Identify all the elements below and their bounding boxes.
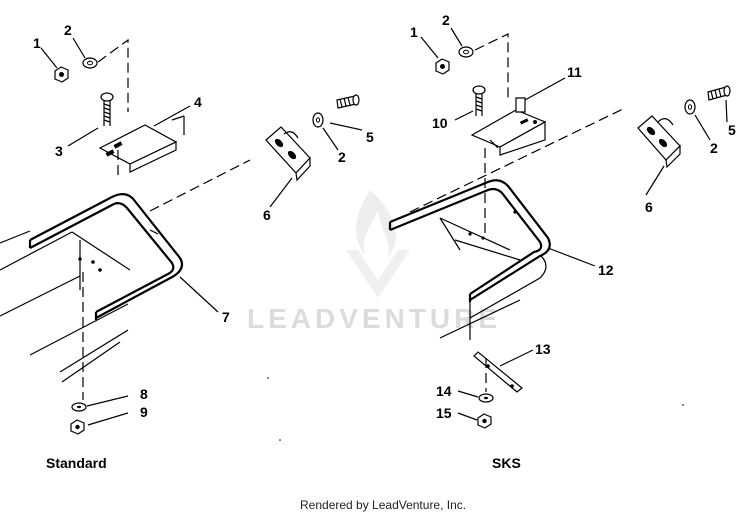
carriage-bolt-10 bbox=[472, 85, 486, 116]
plate-bracket-6-sks bbox=[637, 115, 681, 169]
washer-2-right bbox=[312, 112, 324, 128]
hex-nut-9 bbox=[70, 419, 85, 435]
caption-standard: Standard bbox=[46, 455, 107, 471]
caption-sks: SKS bbox=[492, 455, 521, 471]
watermark-flame-logo bbox=[346, 190, 410, 298]
callout-1: 1 bbox=[33, 35, 41, 51]
callout-4: 4 bbox=[194, 94, 202, 110]
bracket-4 bbox=[98, 124, 178, 173]
watermark-text: LEADVENTURE bbox=[247, 303, 501, 334]
hex-nut-15 bbox=[477, 413, 492, 429]
callout-sks-6: 6 bbox=[645, 199, 653, 215]
callout-2: 2 bbox=[64, 22, 72, 38]
strap-13 bbox=[473, 351, 523, 393]
callout-sks-10: 10 bbox=[432, 115, 448, 131]
callout-sks-14: 14 bbox=[436, 383, 452, 399]
callout-7: 7 bbox=[222, 309, 230, 325]
callout-6: 6 bbox=[263, 207, 271, 223]
callout-3: 3 bbox=[55, 143, 63, 159]
callout-2b: 2 bbox=[338, 149, 346, 165]
watermark: LEADVENTURE bbox=[247, 190, 501, 334]
plate-bracket-6 bbox=[265, 126, 311, 182]
washer-8 bbox=[71, 402, 87, 412]
footer-credit: Rendered by LeadVenture, Inc. bbox=[300, 498, 466, 512]
handle-bar-7 bbox=[28, 193, 184, 320]
callout-sks-2: 2 bbox=[442, 12, 450, 28]
standard-assembly bbox=[0, 37, 363, 435]
hex-nut-1-sks bbox=[435, 58, 450, 75]
bolt-5 bbox=[336, 94, 360, 109]
callout-9: 9 bbox=[140, 404, 148, 420]
handle-bar-12 bbox=[388, 179, 551, 302]
callout-sks-2b: 2 bbox=[710, 140, 718, 156]
callout-sks-13: 13 bbox=[535, 341, 551, 357]
sks-assembly bbox=[388, 27, 731, 429]
callouts-sks: 1 2 10 11 2 5 6 12 13 14 15 bbox=[410, 12, 736, 421]
washer-2-sks bbox=[458, 46, 474, 58]
callout-5: 5 bbox=[366, 129, 374, 145]
washer-2-right-sks bbox=[684, 99, 696, 115]
hex-nut-1 bbox=[54, 66, 69, 83]
callout-sks-11: 11 bbox=[567, 64, 582, 80]
bolt-5-sks bbox=[707, 85, 731, 101]
callout-sks-15: 15 bbox=[436, 405, 452, 421]
callout-sks-1: 1 bbox=[410, 24, 418, 40]
callouts-standard: 1 2 3 4 2 5 6 7 8 9 bbox=[33, 22, 374, 420]
callout-sks-5: 5 bbox=[728, 122, 736, 138]
callout-8: 8 bbox=[140, 386, 148, 402]
washer-2 bbox=[82, 57, 98, 69]
callout-sks-12: 12 bbox=[598, 262, 614, 278]
mower-housing-lines bbox=[0, 229, 159, 383]
mower-housing-lines-sks bbox=[439, 210, 547, 340]
washer-14 bbox=[478, 393, 494, 403]
bracket-11 bbox=[470, 97, 547, 156]
carriage-bolt-3 bbox=[100, 92, 114, 126]
